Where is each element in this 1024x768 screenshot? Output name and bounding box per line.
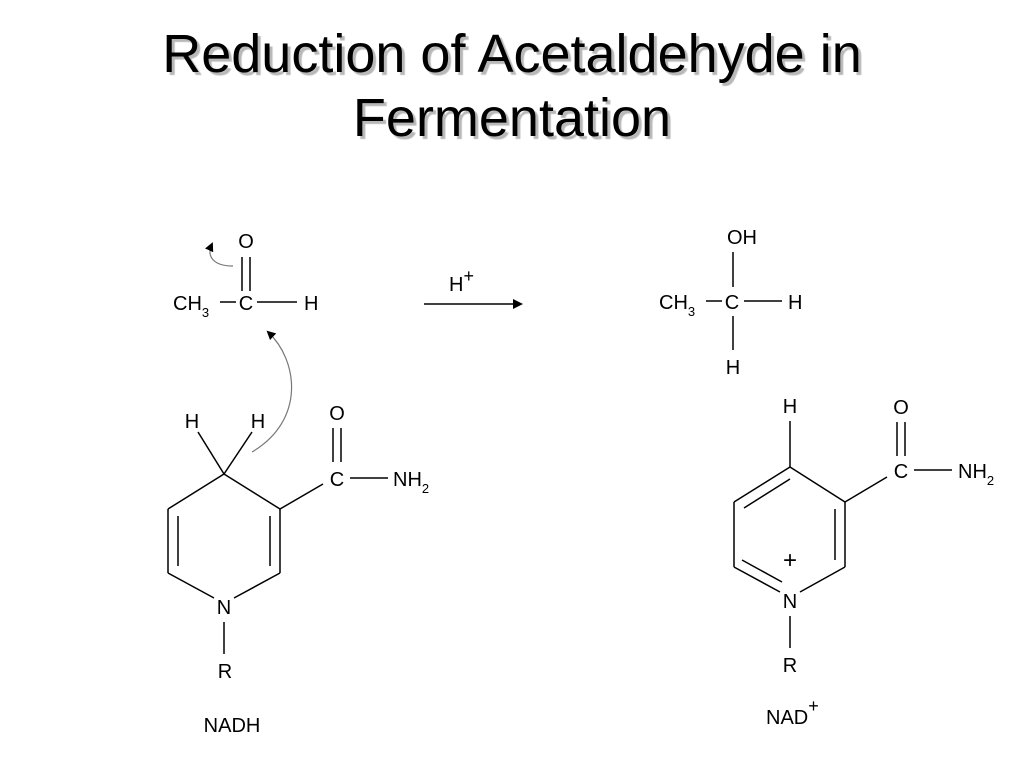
nadh-ring-amide-bond xyxy=(279,483,324,510)
nadh-ch-bond-1 xyxy=(197,431,225,475)
nadh-name: NADH xyxy=(204,715,261,737)
nad-ring-bond-n-c6 xyxy=(733,566,781,593)
reaction-arrow-group: H+ xyxy=(424,266,523,309)
nadh: H H N R O C NH2 NADH xyxy=(167,403,429,737)
nadh-amine: NH2 xyxy=(393,469,429,496)
ethanol-hydrogen-right: H xyxy=(788,292,802,314)
nadh-nitrogen: N xyxy=(217,597,231,619)
nad-ring-bond-c5-c4 xyxy=(733,466,791,503)
ring-bond-n-c6 xyxy=(167,572,215,599)
nad-ring-double-n-c6 xyxy=(741,559,783,583)
nad-amide-carbon: C xyxy=(894,461,908,483)
nad-ring-charge: + xyxy=(783,547,797,574)
nadh-hydrogen-2: H xyxy=(251,411,265,433)
acetaldehyde: O CH3 C H xyxy=(173,231,318,320)
nadh-amide-carbon: C xyxy=(330,469,344,491)
acetaldehyde-carbon: C xyxy=(239,293,253,315)
slide-title: Reduction of Acetaldehyde in Fermentatio… xyxy=(0,22,1024,150)
electron-push-arrow-oxygen xyxy=(204,242,234,267)
ring-bond-c5-c4 xyxy=(167,473,225,510)
nad-hydrogen: H xyxy=(783,396,797,418)
ethanol-hydroxyl: OH xyxy=(727,227,757,249)
proton-label: H+ xyxy=(449,266,474,296)
acetaldehyde-hydrogen: H xyxy=(304,293,318,315)
acetaldehyde-methyl: CH3 xyxy=(173,293,209,320)
ethanol: OH CH3 C H H xyxy=(659,227,802,379)
nad-plus: H + N R O C NH2 NAD+ xyxy=(733,396,994,729)
nad-ring-double-c5-c4 xyxy=(743,478,791,509)
ethanol-methyl: CH3 xyxy=(659,292,695,319)
nadh-hydrogen-1: H xyxy=(185,411,199,433)
nad-amide-oxygen: O xyxy=(893,397,909,419)
nad-ring-amide-bond xyxy=(844,476,888,503)
hydride-transfer-arrow xyxy=(251,330,293,453)
nad-ring-bond-c2-n xyxy=(799,566,846,593)
title-line-2: Fermentation xyxy=(352,88,672,148)
nadh-amide-oxygen: O xyxy=(329,403,345,425)
ring-bond-c4-c3 xyxy=(223,473,281,510)
acetaldehyde-oxygen: O xyxy=(238,231,254,253)
nad-r-group: R xyxy=(783,655,797,677)
nad-amine: NH2 xyxy=(958,461,994,488)
nad-ring-bond-c4-c3 xyxy=(789,466,846,503)
title-line-1: Reduction of Acetaldehyde in xyxy=(162,24,862,84)
ring-bond-c2-n xyxy=(233,572,281,599)
ethanol-hydrogen-bottom: H xyxy=(726,357,740,379)
ethanol-carbon: C xyxy=(725,292,739,314)
nad-name: NAD+ xyxy=(766,696,819,729)
nadh-r-group: R xyxy=(218,661,232,683)
nad-nitrogen: N xyxy=(783,591,797,613)
nadh-ch-bond-2 xyxy=(223,431,253,475)
